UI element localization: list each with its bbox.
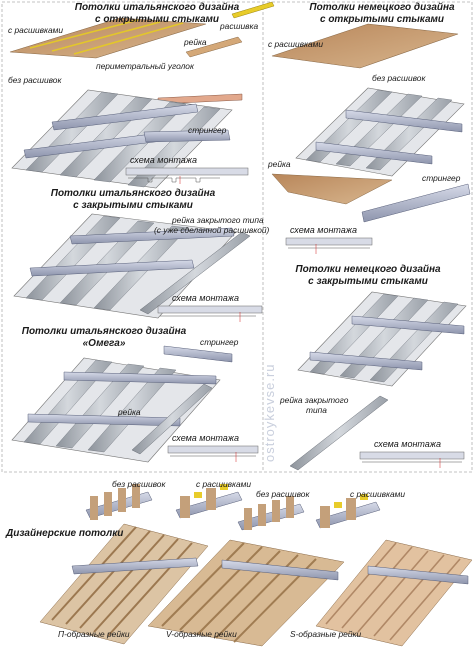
de-closed-scheme-top	[285, 237, 373, 254]
heading-de-closed: Потолки немецкого дизайна с закрытыми ст…	[268, 264, 468, 287]
label-de-open-reyka: рейка	[268, 159, 291, 169]
label-de-closed-schema: схема монтажа	[374, 439, 442, 449]
label-de-closed-reyka-zakr-line2: типа	[306, 405, 327, 415]
p-reyki-assembly	[39, 523, 209, 645]
heading-de-closed-line2: с закрытыми стыками	[308, 275, 428, 287]
divider-frame	[1, 1, 473, 473]
heading-de-open-line1: Потолки немецкого дизайна	[309, 2, 455, 13]
it-closed-reyka-part	[139, 231, 251, 315]
it-closed-assembly	[13, 213, 237, 319]
designer-cell-1	[85, 484, 153, 520]
label-it-open-schema: схема монтажа	[130, 155, 198, 165]
designer-cell-4	[315, 494, 381, 529]
de-closed-scheme	[359, 451, 465, 468]
heading-it-open-line2: с открытыми стыками	[94, 13, 220, 25]
heading-it-open: Потолки итальянского дизайна с открытыми…	[52, 2, 262, 25]
label-designer-bez-rasshivok-1: без расшивок	[112, 479, 166, 489]
designer-cell-2	[175, 484, 243, 519]
label-omega-schema: схема монтажа	[172, 433, 240, 443]
label-designer-s-rasshivkami-2: с расшивками	[350, 489, 406, 499]
de-closed-reyka-part	[289, 395, 389, 471]
v-reyki-assembly	[147, 539, 345, 647]
rasshivka-strip	[231, 1, 275, 19]
heading-omega-line1: Потолки итальянского дизайна	[21, 326, 187, 337]
omega-reyka-part	[131, 383, 213, 455]
designer-cell-3	[237, 496, 305, 531]
it-open-wood-panel	[9, 17, 207, 59]
label-s-reyki: S-образные рейки	[290, 629, 362, 639]
de-open-reyka-part	[271, 173, 393, 205]
label-it-open-reyka: рейка	[184, 37, 207, 47]
heading-it-closed: Потолки итальянского дизайна с закрытыми…	[28, 188, 238, 211]
de-open-stringer-part	[361, 183, 471, 223]
heading-it-closed-line1: Потолки итальянского дизайна	[50, 188, 216, 199]
label-de-open-bez-rasshivok: без расшивок	[372, 73, 426, 83]
heading-it-open-line1: Потолки итальянского дизайна	[74, 2, 240, 13]
heading-it-closed-line2: с закрытыми стыками	[73, 199, 193, 211]
label-it-open-perimeter: периметральный уголок	[96, 61, 194, 71]
label-it-closed-reyka-zakr-line2: (с уже сделанной расшивкой)	[154, 225, 270, 235]
section-dividers	[1, 1, 473, 473]
label-designer-s-rasshivkami-1: с расшивками	[196, 479, 252, 489]
label-it-closed-reyka-zakr-line1: рейка закрытого типа	[172, 215, 264, 225]
heading-designer: Дизайнерские потолки	[6, 528, 124, 539]
de-open-wood-panel	[271, 23, 459, 69]
label-it-closed-schema: схема монтажа	[172, 293, 240, 303]
s-reyki-assembly	[315, 539, 473, 647]
label-de-closed-reyka-zakr-line1: рейка закрытого	[280, 395, 349, 405]
it-closed-scheme	[157, 305, 263, 322]
label-omega-stringer: стрингер	[200, 337, 239, 347]
it-open-stringer-part	[143, 129, 231, 143]
label-p-reyki: П-образные рейки	[58, 629, 130, 639]
label-de-closed-schema-top: схема монтажа	[290, 225, 358, 235]
heading-omega-line2: «Омега»	[82, 337, 126, 349]
heading-de-open: Потолки немецкого дизайна с открытыми ст…	[292, 2, 472, 25]
heading-de-closed-line1: Потолки немецкого дизайна	[295, 264, 441, 275]
label-it-open-stringer: стрингер	[188, 125, 227, 135]
label-it-open-rasshivka: расшивка	[220, 21, 259, 31]
label-omega-reyka: рейка	[118, 407, 141, 417]
omega-stringer-part	[163, 345, 233, 363]
label-v-reyki: V-образные рейки	[166, 629, 237, 639]
label-it-open-bez-rasshivok: без расшивок	[8, 75, 62, 85]
de-closed-assembly	[297, 291, 467, 387]
label-de-open-stringer: стрингер	[422, 173, 461, 183]
label-designer-bez-rasshivok-2: без расшивок	[256, 489, 310, 499]
omega-assembly	[11, 357, 221, 463]
label-de-open-s-rasshivkami: с расшивками	[268, 39, 324, 49]
omega-scheme	[167, 445, 259, 462]
heading-omega: Потолки итальянского дизайна «Омега»	[4, 326, 204, 349]
watermark: ostroykevse.ru	[262, 363, 277, 462]
reyka-wood-strip	[185, 36, 243, 58]
de-open-steel-assembly	[295, 87, 465, 177]
heading-de-open-line2: с открытыми стыками	[319, 13, 445, 25]
label-it-open-s-rasshivkami: с расшивками	[8, 25, 64, 35]
it-open-scheme	[125, 167, 249, 184]
